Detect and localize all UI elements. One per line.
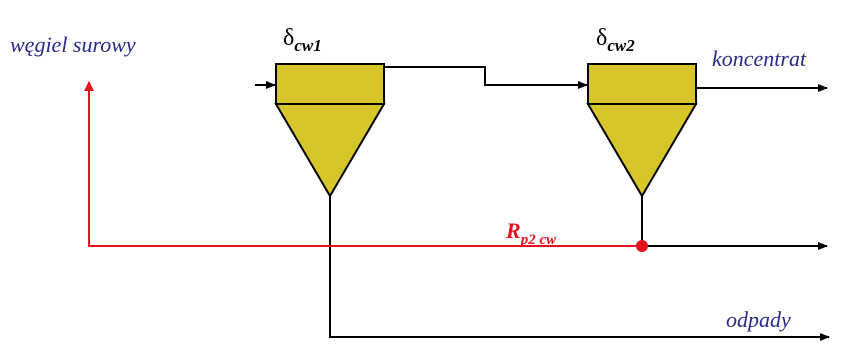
stage1-delta-subscript: cw1: [294, 36, 321, 55]
raw-coal-label: węgiel surowy: [10, 32, 136, 57]
stage2-delta-subscript: cw2: [607, 36, 635, 55]
separator2-box: [587, 63, 697, 105]
separator1-box: [275, 63, 385, 105]
recycle-symbol: R: [505, 218, 521, 243]
waste-label: odpady: [726, 307, 791, 332]
separator1-cone: [274, 103, 386, 198]
stage1-to-stage2-line: [384, 66, 588, 89]
separator2-cone: [586, 103, 698, 198]
stage1-delta-label: δcw1: [283, 25, 322, 55]
waste-arrow: [329, 196, 830, 341]
concentrate-label: koncentrat: [712, 46, 807, 71]
stage2-delta-symbol: δ: [596, 25, 607, 51]
stage1-delta-symbol: δ: [283, 25, 294, 51]
recycle-subscript: p2 cw: [519, 232, 557, 248]
recycle-label: Rp2 cw: [505, 218, 557, 248]
recycle-line: [84, 81, 642, 247]
recycle-junction-dot: [636, 240, 648, 252]
stage2-delta-label: δcw2: [596, 25, 635, 55]
